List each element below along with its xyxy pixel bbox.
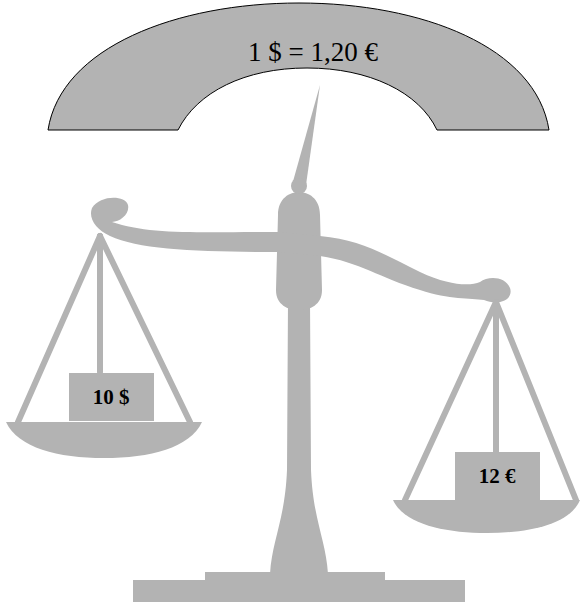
amount-text: 10 $ <box>93 385 130 410</box>
arch-shape <box>47 2 550 132</box>
scale-base <box>133 580 465 602</box>
money-box: 12 € <box>455 452 540 500</box>
scale-stem <box>270 300 328 574</box>
right-pan <box>393 500 580 533</box>
money-box: 10 $ <box>69 373 154 421</box>
pan-string <box>97 236 103 372</box>
rate-banner: 1 $ = 1,20 € <box>47 2 550 132</box>
needle-knob <box>291 178 307 194</box>
amount-text: 12 € <box>479 464 516 489</box>
left-pan <box>6 422 202 458</box>
pan-string <box>493 302 499 452</box>
scale-beam <box>91 198 511 303</box>
exchange-rate: 1 $ = 1,20 € <box>248 37 378 68</box>
arch-outline <box>48 3 549 130</box>
scale-needle <box>292 85 320 185</box>
